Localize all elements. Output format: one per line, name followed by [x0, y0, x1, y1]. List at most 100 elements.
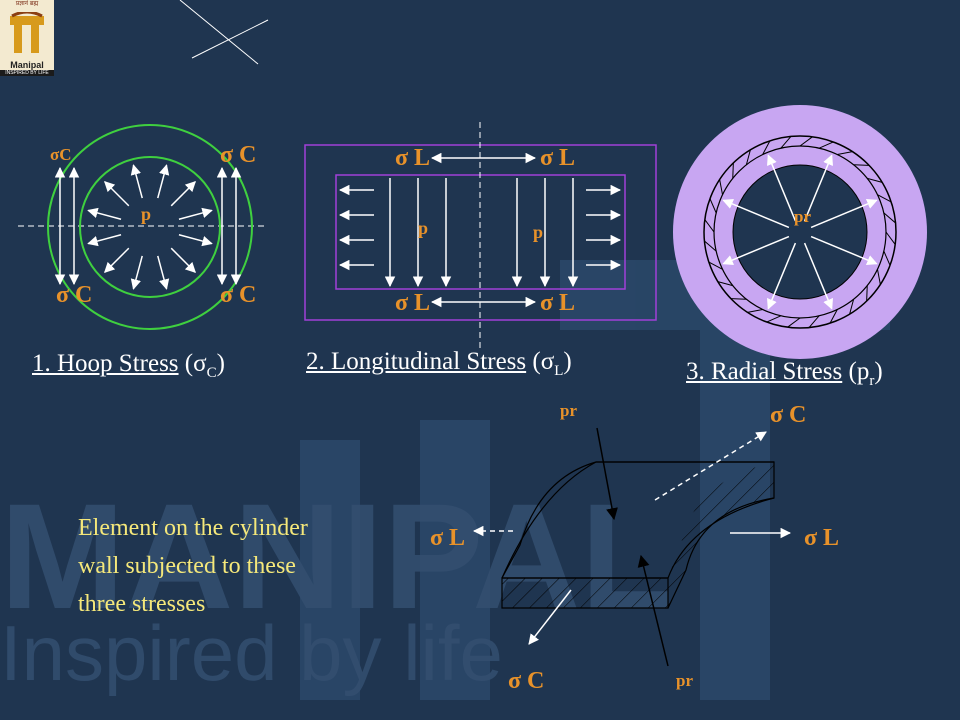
long-pressure-arrows [338, 152, 622, 308]
hoop-pressure-arrow [87, 207, 122, 220]
ring-hatch-line [787, 317, 801, 328]
watermark-brand: MANIPAL [0, 472, 672, 640]
wall-element-figure: pr pr σ C σ C σ L σ L [430, 401, 839, 694]
hoop-outer-circle [47, 124, 253, 330]
radial-pressure-label: pr [794, 207, 811, 226]
hoop-inner-circle [79, 156, 221, 298]
ring-hatch-line [704, 240, 717, 252]
longitudinal-stress-figure: p p σ L σ L σ L σ L [304, 122, 657, 352]
radial-pressure-arrows [722, 154, 878, 310]
long-title-sub: L [554, 363, 564, 379]
ring-hatch-line [883, 212, 896, 224]
long-sigma-label-2: σ L [540, 145, 575, 171]
element-pr-top-label: pr [560, 401, 577, 420]
hoop-sigma-label-4: σ C [220, 282, 256, 308]
radial-title-sub: r [869, 373, 875, 389]
ring-hatch-line [853, 164, 870, 166]
radial-stress-title: 3. Radial Stress (pr) [686, 358, 883, 389]
description-line-3: three stresses [78, 591, 206, 617]
radial-pressure-arrow [810, 199, 878, 229]
long-pressure-label-left: p [418, 218, 428, 238]
hoop-pressure-label: p [141, 204, 151, 224]
hoop-stress-figure: p σC σ C σ C σ C [18, 124, 268, 330]
radial-stress-figure: pr [673, 105, 927, 359]
hoop-pressure-arrow [104, 247, 130, 273]
element-pr-bottom-label: pr [676, 671, 693, 690]
hoop-pressure-arrow [130, 164, 143, 199]
ring-hatch-line [730, 298, 747, 300]
decorative-lines [179, 0, 269, 65]
long-sigma-label-1: σ L [395, 145, 430, 171]
ring-hatch-line [876, 269, 881, 285]
ring-hatch-line [883, 250, 891, 266]
ring-hatch-line [849, 299, 855, 315]
long-sigma-label-4: σ L [540, 290, 575, 316]
radial-pressure-arrow [803, 154, 833, 222]
description-line-1: Element on the cylinder [78, 515, 308, 541]
ring-hatch-line [780, 136, 792, 149]
radial-title-symbol: p [856, 358, 870, 385]
logo-tagline: INSPIRED BY LIFE [0, 70, 54, 76]
longitudinal-stress-title: 2. Longitudinal Stress (σL) [306, 348, 572, 379]
hoop-pressure-arrow [130, 255, 143, 290]
element-sigma-c-top-label: σ C [770, 402, 806, 428]
hoop-pressure-arrow [157, 164, 170, 199]
hoop-pressure-arrow [104, 181, 130, 207]
manipal-logo: प्रज्ञानं ब्रह्म Manipal INSPIRED BY LIF… [0, 0, 54, 76]
hoop-sigma-arrows [54, 166, 242, 286]
ring-hatch-line [866, 285, 868, 302]
radial-title-text: 3. Radial Stress [686, 358, 843, 385]
element-sigma-l-right-label: σ L [804, 525, 839, 551]
radial-pressure-arrow [767, 242, 797, 310]
radial-pressure-arrow [810, 235, 878, 265]
radial-ring-hatch [704, 136, 896, 328]
hoop-pressure-arrow [170, 181, 196, 207]
hoop-sigma-label-2: σ C [220, 142, 256, 168]
ring-hatch-line [719, 179, 724, 195]
hoop-pressure-arrow [170, 247, 196, 273]
radial-pressure-arrow [767, 154, 797, 222]
ring-hatch-line [717, 281, 733, 287]
hoop-sigma-label-1: σC [50, 145, 72, 164]
radial-pressure-arrow [803, 242, 833, 310]
hoop-title-text: 1. Hoop Stress [32, 350, 179, 377]
long-title-text: 2. Longitudinal Stress [306, 348, 527, 375]
logo-emblem-icon [10, 12, 44, 53]
element-description: Element on the cylinder wall subjected t… [78, 509, 398, 623]
long-title-symbol: σ [540, 348, 555, 375]
description-line-2: wall subjected to these [78, 553, 296, 579]
ring-hatch-line [747, 308, 763, 313]
radial-pressure-arrow [722, 199, 790, 229]
ring-hatch-line [867, 177, 883, 183]
ring-hatch-line [877, 194, 892, 203]
ring-hatch-line [829, 309, 838, 324]
ring-hatch-line [808, 315, 820, 328]
hoop-stress-title: 1. Hoop Stress (σC) [32, 350, 225, 381]
ring-hatch-line [837, 151, 853, 156]
logo-motto: प्रज्ञानं ब्रह्म [15, 0, 39, 7]
ring-hatch-line [799, 136, 813, 147]
hoop-pressure-arrow [87, 234, 122, 247]
ring-hatch-line [704, 219, 715, 233]
ring-hatch-line [732, 162, 734, 179]
ring-hatch-line [885, 231, 896, 245]
long-sigma-label-3: σ L [395, 290, 430, 316]
watermark-tagline: Inspired by life [0, 609, 503, 697]
hoop-pressure-arrow [178, 207, 213, 220]
hoop-sigma-label-3: σ C [56, 282, 92, 308]
hoop-pressure-arrows [87, 164, 213, 290]
hoop-pressure-arrow [157, 255, 170, 290]
hoop-title-sub: C [206, 365, 217, 381]
logo-name: Manipal [10, 60, 44, 70]
ring-hatch-line [762, 140, 771, 155]
radial-pressure-arrow [722, 235, 790, 265]
element-sigma-c-bottom-label: σ C [508, 668, 544, 694]
hoop-pressure-arrow [178, 234, 213, 247]
ring-hatch-line [708, 261, 723, 270]
ring-hatch-line [709, 198, 717, 214]
long-pressure-label-right: p [533, 222, 543, 242]
hoop-title-symbol: σ [193, 350, 207, 377]
element-sigma-l-left-label: σ L [430, 525, 465, 551]
ring-hatch-line [745, 149, 751, 165]
